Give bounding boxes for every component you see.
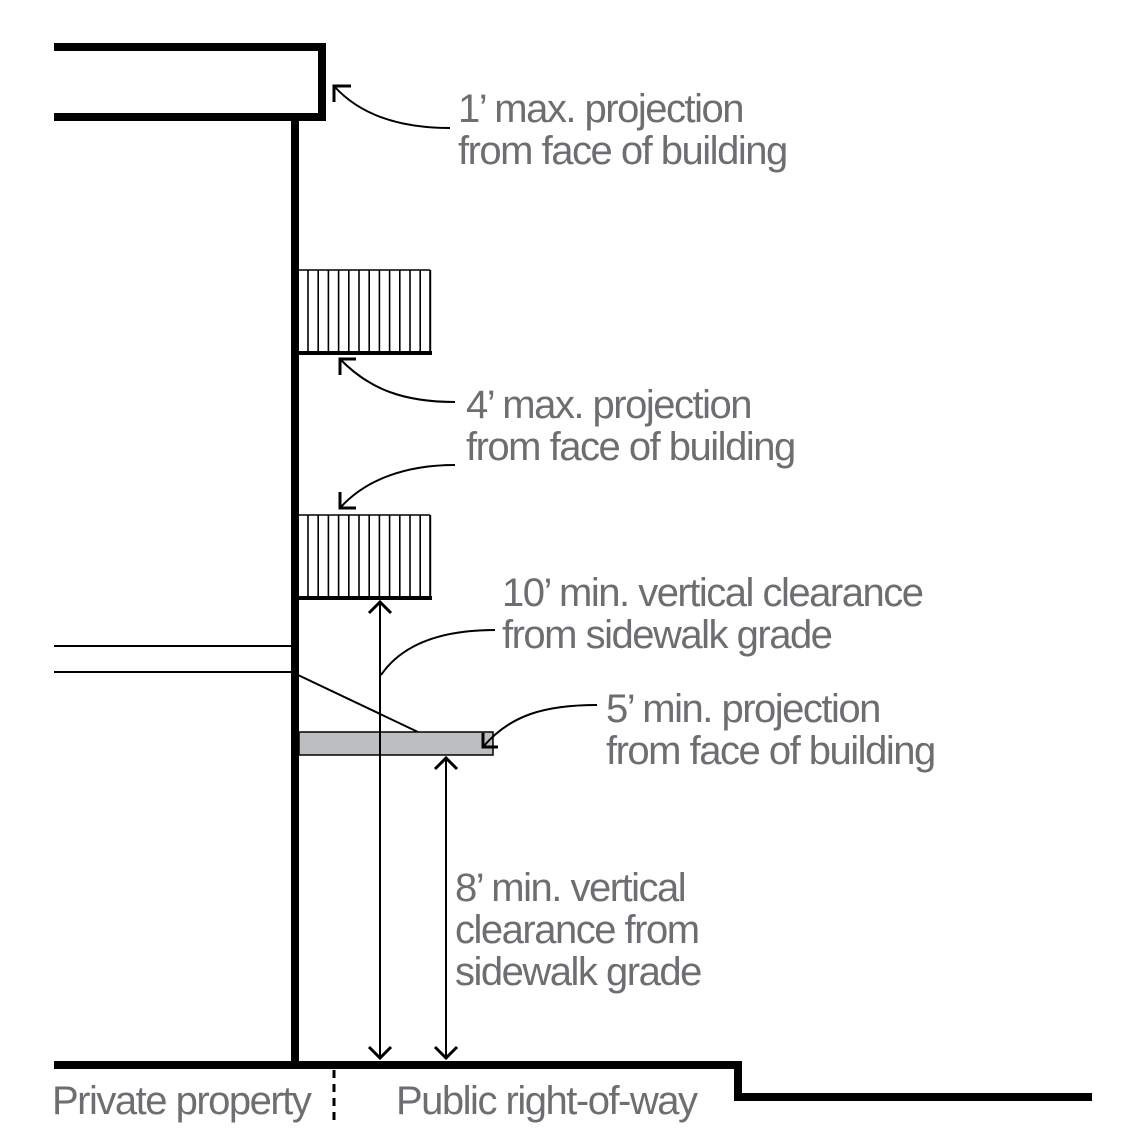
awning-support-rod — [297, 674, 419, 733]
awning-label-line2: from face of building — [606, 729, 935, 773]
cornice-label-line2: from face of building — [458, 129, 787, 173]
arrowhead-up-icon — [433, 755, 459, 771]
lower-balcony-leader-curve — [339, 464, 456, 509]
balcony-clearance-label-line1: 10’ min. vertical clearance — [502, 571, 923, 615]
sidewalk-grade-line — [54, 1061, 1092, 1101]
cornice-leader — [332, 84, 451, 129]
cornice-leader-curve — [333, 85, 451, 129]
balcony-label-line2: from face of building — [466, 425, 795, 469]
lower-balcony-leader — [338, 464, 456, 510]
upper-balcony-leader-curve — [339, 358, 456, 403]
awning-clearance-label-line3: sidewalk grade — [455, 950, 701, 994]
private-property-label: Private property — [52, 1079, 312, 1123]
awning-clearance-label: 8’ min. vertical clearance from sidewalk… — [455, 866, 708, 994]
arrowhead-down-icon — [367, 1045, 393, 1061]
balcony-label-line1: 4’ max. projection — [466, 383, 751, 427]
arrowhead-up-icon — [367, 599, 393, 615]
lower-balcony — [299, 514, 432, 600]
leader-arrowhead-icon — [332, 84, 351, 102]
upper-balcony-leader — [338, 357, 456, 403]
leader-arrowhead-icon — [338, 492, 356, 510]
balcony-clearance-label: 10’ min. vertical clearance from sidewal… — [502, 571, 932, 657]
awning-clearance-dimension — [433, 755, 459, 1061]
cornice-label-line1: 1’ max. projection — [458, 87, 743, 131]
arrowhead-down-icon — [433, 1045, 459, 1061]
awning-clearance-label-line2: clearance from — [455, 908, 699, 952]
upper-balcony — [299, 269, 432, 355]
awning — [298, 731, 494, 756]
awning-label-line1: 5’ min. projection — [606, 687, 880, 731]
cornice — [54, 43, 326, 121]
balcony-clearance-dimension — [367, 599, 393, 1061]
balcony-label: 4’ max. projection from face of building — [466, 383, 795, 469]
awning-leader — [481, 704, 598, 749]
awning-leader-curve — [482, 704, 598, 748]
cornice-label: 1’ max. projection from face of building — [458, 87, 787, 173]
leader-arrowhead-icon — [481, 733, 498, 749]
awning-clearance-label-line1: 8’ min. vertical — [455, 866, 685, 910]
balcony-clearance-leader-curve — [380, 629, 496, 676]
awning-label: 5’ min. projection from face of building — [606, 687, 935, 773]
public-right-of-way-label: Public right-of-way — [396, 1079, 698, 1123]
balcony-clearance-label-line2: from sidewalk grade — [502, 613, 832, 657]
leader-arrowhead-icon — [338, 357, 356, 375]
